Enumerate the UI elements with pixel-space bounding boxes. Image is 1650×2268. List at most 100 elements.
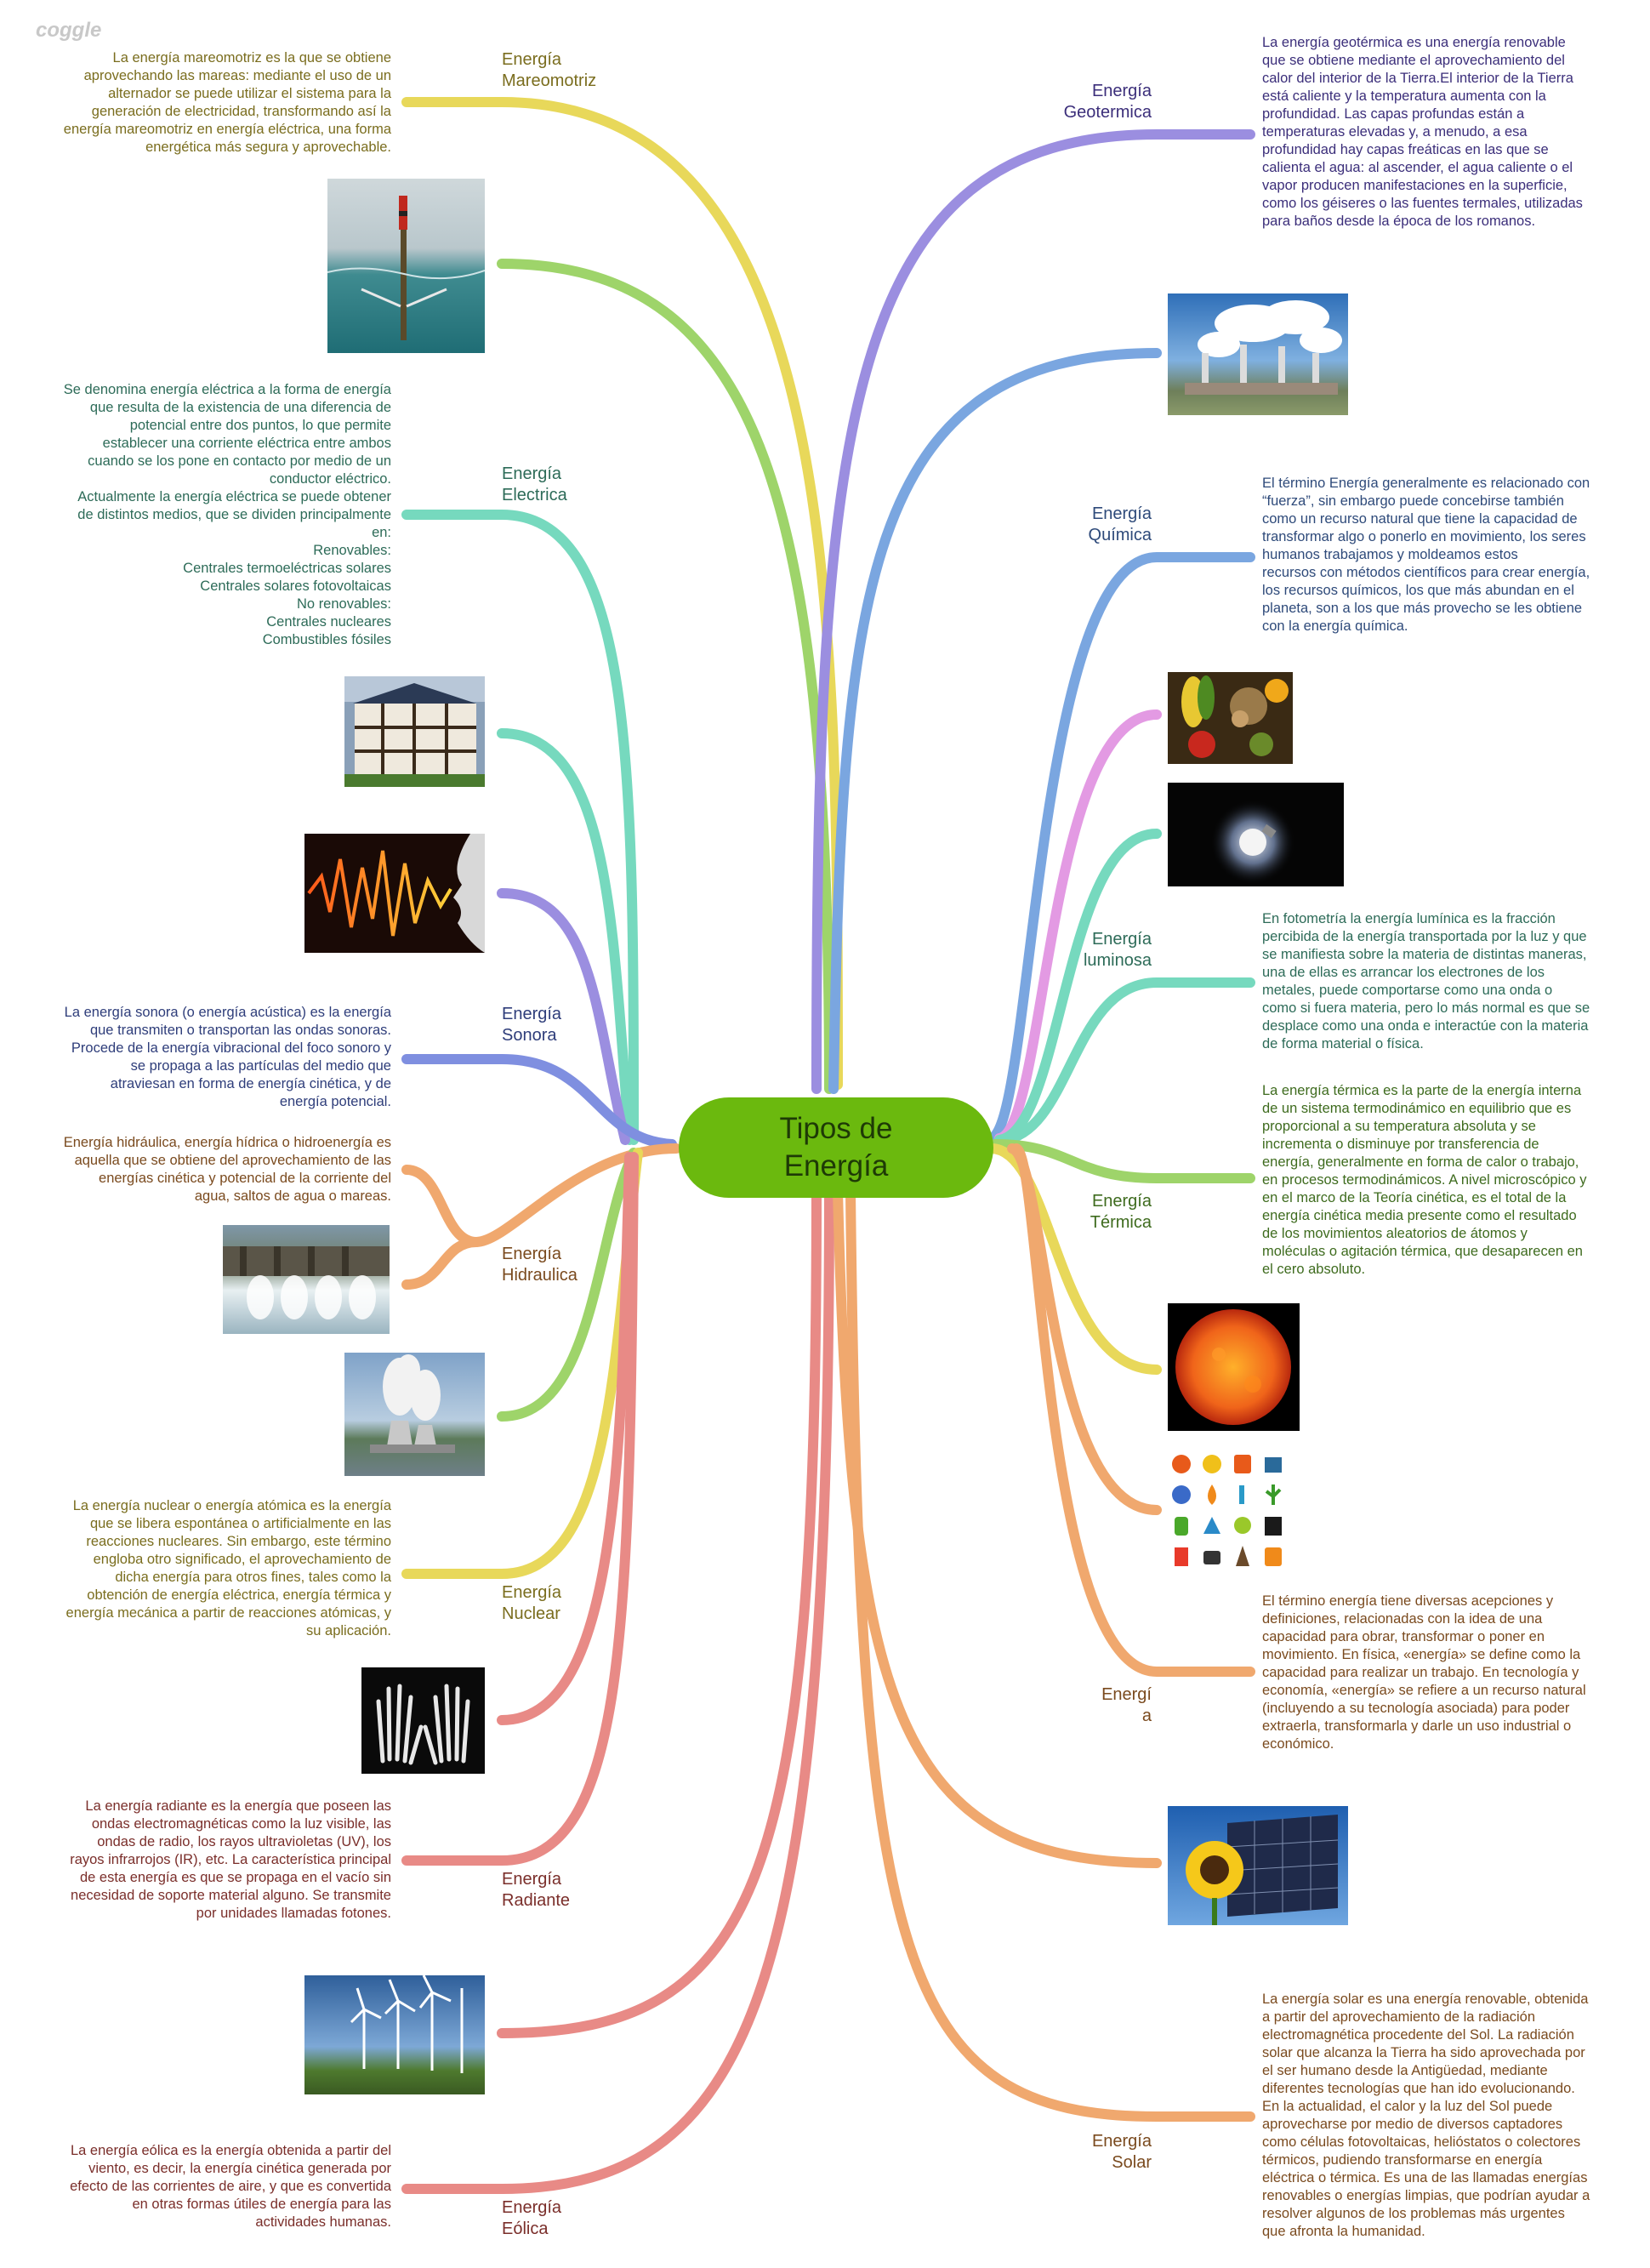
desc-line: ondas electromagnéticas como la luz visi… xyxy=(91,1816,391,1832)
desc-line: que transmiten o transportan las ondas s… xyxy=(89,1023,391,1038)
label-line: Energía xyxy=(502,1870,562,1889)
sunflower-solar-panel-photo xyxy=(1168,1806,1348,1925)
desc-line: establecer una corriente eléctrica entre… xyxy=(102,436,391,451)
desc-line: su aplicación. xyxy=(306,1623,391,1638)
desc-line: ondas de radio, los rayos ultravioletas … xyxy=(97,1834,391,1849)
desc-line: térmicos, pudiendo transformarse en ener… xyxy=(1262,2152,1543,2168)
desc-line: El término Energía generalmente es relac… xyxy=(1262,476,1590,491)
desc-line: una de ellas es arrancar los electrones … xyxy=(1262,965,1545,980)
dam-photo xyxy=(223,1225,390,1334)
desc-energia: El término energía tiene diversas acepci… xyxy=(1262,1593,1586,1753)
desc-line: metales, puede comportarse como una onda… xyxy=(1262,983,1553,998)
desc-line: el cero absoluto. xyxy=(1262,1262,1366,1277)
branch-label-hidraulica[interactable]: Energía Hidraulica xyxy=(502,1244,578,1286)
connector-luminosa-image xyxy=(994,829,1162,1145)
desc-line: a partir del aprovechamiento de la radia… xyxy=(1262,2009,1536,2025)
desc-line: La energía eólica es la energía obtenida… xyxy=(70,2143,391,2158)
desc-line: en: xyxy=(372,525,391,540)
central-topic-node[interactable]: Tipos de Energía xyxy=(679,1097,993,1198)
connector-solar-image xyxy=(833,1186,1162,1868)
connector-energia xyxy=(1011,1143,1255,1677)
connector-nuclear-image xyxy=(497,1148,639,1422)
desc-line: generación de electricidad, transformand… xyxy=(91,104,391,119)
desc-line: actividades humanas. xyxy=(255,2214,391,2230)
branch-label-quimica[interactable]: Energía Química xyxy=(1089,504,1152,546)
connector-mareomotriz-image xyxy=(497,259,834,1094)
desc-line: energía cinética media presente como el … xyxy=(1262,1208,1577,1223)
desc-line: como un recurso natural que tiene la cap… xyxy=(1262,511,1578,527)
desc-line: desplace como una onda e interactúe con … xyxy=(1262,1018,1589,1034)
desc-line: La energía geotérmica es una energía ren… xyxy=(1262,35,1566,50)
branch-label-luminosa[interactable]: Energía luminosa xyxy=(1084,929,1152,972)
branch-label-eolica[interactable]: Energía Eólica xyxy=(502,2197,561,2240)
label-line: Solar xyxy=(1112,2153,1152,2172)
connector-termica-image xyxy=(986,1143,1162,1375)
desc-line: profundidad hay capas freáticas en las q… xyxy=(1262,142,1549,157)
branch-label-mareomotriz[interactable]: Energía Mareomotriz xyxy=(502,49,596,92)
desc-line: agua, saltos de agua o mareas. xyxy=(194,1188,391,1204)
desc-line: energética más segura y aprovechable. xyxy=(145,140,391,155)
connector-electrica xyxy=(401,510,639,1145)
desc-line: de forma material o física. xyxy=(1262,1036,1424,1051)
branch-label-nuclear[interactable]: Energía Nuclear xyxy=(502,1582,561,1625)
desc-hidraulica: Energía hidráulica, energía hídrica o hi… xyxy=(64,1134,391,1205)
desc-line: como los géiseres o las fuentes termales… xyxy=(1262,196,1583,211)
desc-line: rayos infrarrojos (IR), etc. La caracter… xyxy=(70,1852,391,1867)
label-line: Energía xyxy=(502,2198,562,2217)
connector-geotermica xyxy=(811,129,1255,1094)
light-bulb-photo xyxy=(1168,783,1344,886)
branch-label-sonora[interactable]: Energía Sonora xyxy=(502,1004,561,1046)
desc-line: La energía solar es una energía renovabl… xyxy=(1262,1992,1589,2007)
desc-line: para baños desde la época de los romanos… xyxy=(1262,214,1536,229)
desc-line: energía mareomotriz en energía eléctrica… xyxy=(63,122,391,137)
branch-label-geotermica[interactable]: Energía Geotermica xyxy=(1064,81,1152,123)
desc-line: La energía mareomotriz es la que se obti… xyxy=(112,50,391,66)
desc-sonora: La energía sonora (o energía acústica) e… xyxy=(65,1004,391,1111)
desc-line: cuando se los pone en contacto por medio… xyxy=(88,453,391,469)
label-line: Energía xyxy=(1091,504,1152,523)
label-line: Electrica xyxy=(502,486,567,504)
desc-line: dicha energía para otros fines, tales co… xyxy=(115,1570,391,1585)
desc-line: percibida de la energía transportada por… xyxy=(1262,929,1587,944)
desc-line: económico. xyxy=(1262,1736,1334,1752)
branch-label-energia[interactable]: Energí a xyxy=(1101,1684,1152,1727)
connector-solar xyxy=(845,1186,1255,2122)
desc-line: potencial entre dos puntos, lo que permi… xyxy=(129,418,391,433)
xray-hands-photo xyxy=(361,1667,485,1774)
label-line: a xyxy=(1141,1707,1152,1725)
branch-label-solar[interactable]: Energía Solar xyxy=(1092,2131,1152,2174)
desc-line: aprovecharse por medio de diversos capta… xyxy=(1262,2117,1563,2132)
desc-line: de los movimientos aleatorios de átomos … xyxy=(1262,1226,1528,1241)
desc-line: Centrales nucleares xyxy=(266,614,391,630)
label-line: Energía xyxy=(1091,1192,1152,1211)
desc-line: Centrales solares fotovoltaicas xyxy=(200,578,391,594)
connector-quimica-image xyxy=(994,709,1162,1143)
central-topic-line-2: Energía xyxy=(783,1149,889,1182)
desc-line: definiciones, relacionadas con la idea d… xyxy=(1262,1611,1543,1627)
desc-line: energía mecánica a partir de reacciones … xyxy=(65,1605,391,1621)
desc-line: La energía radiante es la energía que po… xyxy=(85,1798,391,1814)
wind-turbines-photo xyxy=(304,1975,485,2094)
desc-line: como células fotovoltaicas, helióstatos … xyxy=(1262,2134,1581,2150)
desc-quimica: El término Energía generalmente es relac… xyxy=(1262,475,1590,635)
label-line: Hidraulica xyxy=(502,1266,578,1285)
sun-photo xyxy=(1168,1303,1300,1431)
label-line: Térmica xyxy=(1090,1213,1152,1232)
desc-line: está caliente y la temperatura aumenta c… xyxy=(1262,88,1546,104)
label-line: Energía xyxy=(1091,930,1152,949)
connector-hidraulica-b xyxy=(401,1237,481,1290)
branch-label-electrica[interactable]: Energía Electrica xyxy=(502,464,567,506)
desc-line: La energía térmica es la parte de la ene… xyxy=(1262,1083,1582,1098)
connector-radiante-image xyxy=(497,1152,634,1725)
desc-line: por unidades llamadas fotones. xyxy=(196,1906,391,1921)
connector-electrica-image xyxy=(497,728,634,1145)
desc-line: conductor eléctrico. xyxy=(269,471,391,487)
desc-line: Se denomina energía eléctrica a la forma… xyxy=(63,382,391,397)
branch-label-radiante[interactable]: Energía Radiante xyxy=(502,1869,570,1912)
sound-wave-face-photo xyxy=(304,834,485,953)
branch-label-termica[interactable]: Energía Térmica xyxy=(1090,1191,1152,1234)
desc-line: proporcional a su temperatura absoluta y… xyxy=(1262,1119,1536,1134)
connector-geotermica-image xyxy=(828,348,1162,1094)
desc-line: en el marco de la Teoría cinética, es el… xyxy=(1262,1190,1567,1205)
